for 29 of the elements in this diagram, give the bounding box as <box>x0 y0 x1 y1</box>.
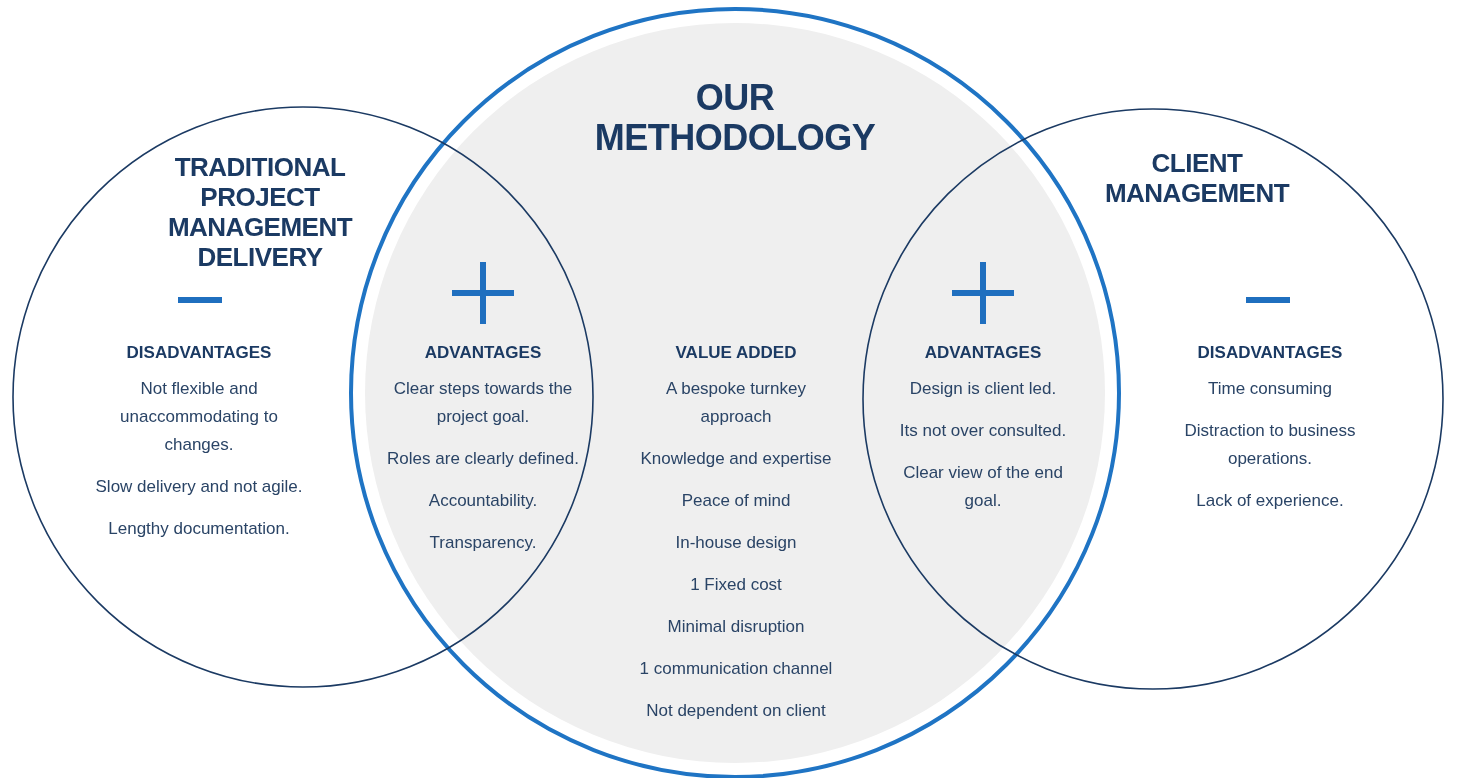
list-item: Not dependent on client <box>645 700 827 722</box>
list-item: Transparency. <box>428 532 538 554</box>
list-item: Its not over consulted. <box>898 420 1068 442</box>
list-item: Peace of mind <box>680 490 792 512</box>
circle-heading: OUR METHODOLOGY <box>593 78 877 158</box>
list-item: Accountability. <box>427 490 539 512</box>
list-item: A bespoke turnkey approach <box>665 378 807 428</box>
list-item: Lengthy documentation. <box>107 518 291 540</box>
column-heading: ADVANTAGES <box>423 342 543 364</box>
column-heading: VALUE ADDED <box>674 342 798 364</box>
list-item: Roles are clearly defined. <box>386 448 580 470</box>
list-item: Distraction to business operations. <box>1183 420 1357 470</box>
list-item: Design is client led. <box>908 378 1058 400</box>
list-item: Clear steps towards the project goal. <box>392 378 574 428</box>
list-item: Lack of experience. <box>1195 490 1345 512</box>
column-heading: ADVANTAGES <box>923 342 1043 364</box>
list-item: Not flexible and unaccommodating to changes. <box>119 378 279 456</box>
list-item: Time consuming <box>1206 378 1334 400</box>
circle-heading: TRADITIONAL PROJECT MANAGEMENT DELIVERY <box>166 152 354 272</box>
list-item: 1 Fixed cost <box>689 574 783 596</box>
column-heading: DISADVANTAGES <box>125 342 273 364</box>
list-item: Clear view of the end goal. <box>902 462 1064 512</box>
list-item: In-house design <box>674 532 798 554</box>
column-heading: DISADVANTAGES <box>1196 342 1344 364</box>
circle-heading: CLIENT MANAGEMENT <box>1103 148 1291 208</box>
list-item: 1 communication channel <box>638 658 834 680</box>
list-item: Minimal disruption <box>666 616 806 638</box>
list-item: Slow delivery and not agile. <box>94 476 304 498</box>
list-item: Knowledge and expertise <box>639 448 833 470</box>
